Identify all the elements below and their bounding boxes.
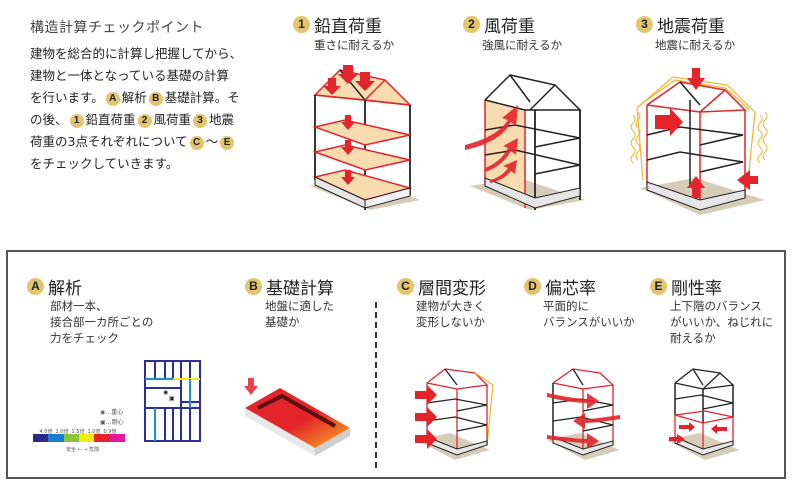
intro-body: 建物を総合的に計算し把握してから、 建物と一体となっている基礎の計算 を行います…	[30, 46, 243, 171]
legend-color-scale	[33, 434, 125, 442]
check-e-subtitle: 上下階のバランス がいいか、ねじれに 耐えるか	[670, 299, 774, 345]
badge-1: 1	[69, 113, 84, 128]
load-1-subtitle: 重さに耐えるか	[314, 38, 395, 52]
wind-load-house-icon	[465, 74, 585, 210]
legend-scale-ticks: 4.0倍 2.0倍 1.5倍 1.0倍 0.9倍	[39, 429, 117, 435]
vertical-load-house-icon	[310, 65, 420, 210]
center-of-rigidity-icon: ▣	[100, 419, 106, 426]
check-c-subtitle: 建物が大きく 変形しないか	[416, 299, 485, 329]
foundation-icon	[244, 378, 350, 456]
structural-plan-icon: ◉ ▣	[144, 360, 201, 442]
load-2-subtitle: 強風に耐えるか	[482, 38, 563, 52]
badge-a: A	[105, 91, 120, 106]
badge-c: C	[189, 135, 204, 150]
badge-3: 3	[193, 113, 208, 128]
center-of-gravity-icon: ◉	[100, 409, 106, 416]
check-d-subtitle: 平面的に バランスがいいか	[543, 299, 635, 329]
svg-text:◉: ◉	[163, 389, 168, 396]
check-b-subtitle: 地盤に適した 基礎か	[265, 299, 334, 329]
badge-e: E	[220, 135, 235, 150]
legend-center-rigidity: ▣…剛心	[100, 419, 124, 426]
legend-center-gravity: ◉…重心	[100, 409, 124, 416]
seismic-load-house-icon	[630, 68, 768, 215]
intro-title: 構造計算チェックポイント	[30, 20, 204, 36]
badge-b: B	[148, 91, 163, 106]
story-drift-house-icon	[415, 368, 494, 460]
checks-panel	[6, 250, 786, 479]
divider-dashed	[375, 302, 377, 468]
stiffness-house-icon	[667, 368, 740, 460]
eccentricity-house-icon	[547, 368, 620, 460]
check-a-subtitle: 部材一本、 接合部一カ所ごとの 力をチェック	[50, 299, 154, 345]
load-3-subtitle: 地震に耐えるか	[655, 38, 736, 52]
legend-scale-direction: 安全 ← → 危険	[66, 447, 100, 453]
badge-2: 2	[137, 113, 152, 128]
svg-text:▣: ▣	[169, 395, 175, 402]
